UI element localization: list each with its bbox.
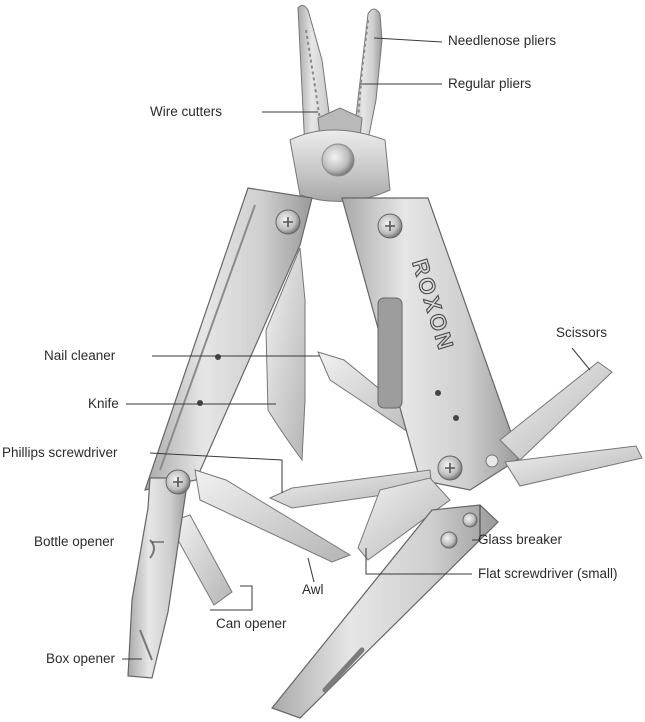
- leader-lines: [122, 37, 591, 660]
- label-can-opener: Can opener: [216, 616, 287, 631]
- needlenose-pliers-jaw: [351, 8, 383, 151]
- scissors-tool: [499, 361, 643, 487]
- box-cutter-arm: [271, 504, 499, 719]
- leader-glass-breaker: [472, 505, 481, 541]
- leader-phillips: [149, 452, 283, 493]
- label-knife: Knife: [88, 396, 119, 411]
- leader-can-opener: [210, 585, 253, 611]
- label-nail-cleaner: Nail cleaner: [44, 348, 116, 363]
- leader-awl: [307, 557, 315, 583]
- leader-needlenose: [373, 37, 443, 43]
- label-needlenose-pliers: Needlenose pliers: [448, 33, 557, 48]
- leader-flat-screwdriver: [365, 548, 472, 575]
- leader-scissors: [571, 347, 591, 371]
- label-glass-breaker: Glass breaker: [478, 532, 563, 547]
- awl-tool: [194, 469, 352, 563]
- knife-blade: [265, 247, 306, 462]
- pliers-pivot: [289, 129, 391, 202]
- label-bottle-opener: Bottle opener: [34, 534, 115, 549]
- flat-screwdriver-tool: [357, 477, 451, 561]
- label-phillips-screwdriver: Phillips screwdriver: [2, 445, 118, 460]
- label-scissors: Scissors: [556, 325, 608, 340]
- label-wire-cutters: Wire cutters: [150, 104, 223, 119]
- bottle-opener-and-box-opener: [127, 469, 191, 679]
- label-box-opener: Box opener: [46, 651, 116, 666]
- left-handle: [144, 187, 313, 491]
- label-flat-screwdriver-small: Flat screwdriver (small): [478, 566, 618, 581]
- right-handle: ROXON: [341, 197, 521, 491]
- can-opener-tool: [174, 514, 233, 606]
- label-regular-pliers: Regular pliers: [448, 76, 532, 91]
- label-awl: Awl: [302, 582, 324, 597]
